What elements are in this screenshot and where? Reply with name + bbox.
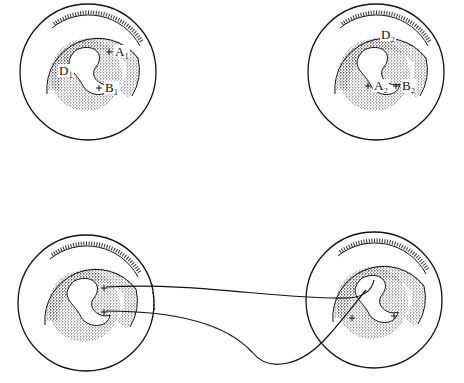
point-label: B₂ xyxy=(401,79,416,92)
point-label: D₂ xyxy=(380,28,396,41)
point-label: D₁ xyxy=(58,64,74,77)
point-label: A₁ xyxy=(114,45,130,58)
point-label: A₂ xyxy=(373,79,389,92)
point-label: B₁ xyxy=(104,81,119,94)
